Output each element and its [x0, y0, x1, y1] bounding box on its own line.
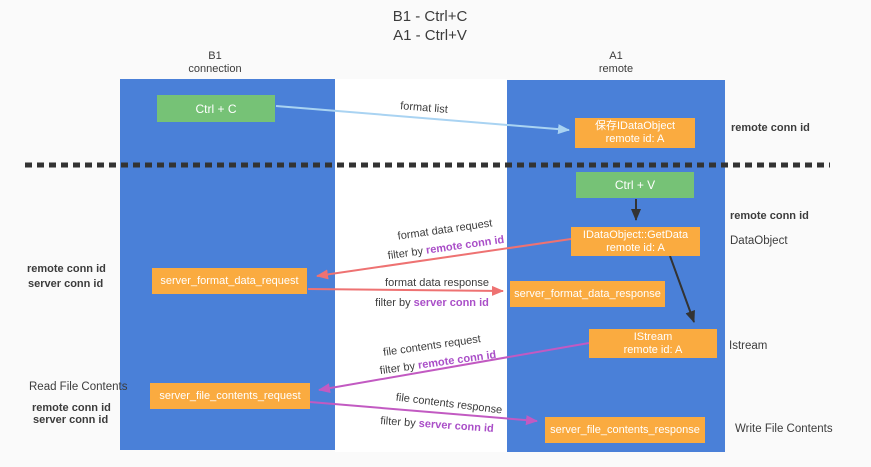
format-data-response-label: format data response: [385, 277, 489, 289]
title-line-1: B1 - Ctrl+C: [392, 8, 468, 25]
lane-b1-title: B1: [208, 50, 222, 62]
lane-a1-subtitle: remote: [598, 63, 634, 75]
node-istream: IStream remote id: A: [589, 329, 717, 358]
title-line-2: A1 - Ctrl+V: [393, 27, 467, 44]
format-request-label: server_format_data_request: [160, 274, 299, 287]
annotation-remote-conn-id-mid-right: remote conn id: [730, 210, 809, 222]
file-request-label: server_file_contents_request: [159, 389, 301, 402]
node-idataobject-getdata: IDataObject::GetData remote id: A: [571, 227, 700, 256]
format-response-label: server_format_data_response: [514, 287, 661, 300]
lane-a1-title: A1: [609, 50, 623, 62]
ctrl-c-label: Ctrl + C: [195, 101, 237, 116]
annotation-read-file-contents: Read File Contents: [29, 381, 128, 393]
annotation-server-conn-id-left-1: server conn id: [28, 278, 104, 290]
annotation-remote-conn-id-left-2: remote conn id: [32, 402, 111, 414]
istream-line2: remote id: A: [623, 343, 683, 356]
ctrl-v-label: Ctrl + V: [614, 178, 656, 192]
node-server-format-data-response: server_format_data_response: [510, 281, 665, 307]
node-ctrl-c: Ctrl + C: [157, 95, 275, 122]
lane-header-a1: A1 remote: [599, 50, 633, 76]
saved-idataobject-line2: remote id: A: [605, 133, 665, 145]
getdata-line2: remote id: A: [606, 241, 665, 254]
file-response-label: server_file_contents_response: [550, 423, 700, 436]
annotation-remote-conn-id-top-right: remote conn id: [731, 122, 810, 134]
lane-b1-subtitle: connection: [188, 63, 242, 75]
saved-idataobject-line1: 保存IDataObject: [594, 120, 676, 132]
node-server-file-contents-response: server_file_contents_response: [545, 417, 705, 443]
node-server-format-data-request: server_format_data_request: [152, 268, 307, 294]
istream-line1: IStream: [633, 330, 673, 343]
diagram-title: B1 - Ctrl+C A1 - Ctrl+V: [393, 7, 468, 45]
node-saved-idataobject: 保存IDataObject remote id: A: [575, 118, 695, 148]
getdata-line1: IDataObject::GetData: [582, 228, 689, 241]
lane-header-b1: B1 connection: [188, 50, 241, 76]
format-data-response-filter-label: filter by server conn id: [375, 297, 489, 309]
annotation-istream: Istream: [729, 340, 768, 352]
annotation-server-conn-id-left-2: server conn id: [33, 414, 109, 426]
filter-by-text: filter by: [375, 297, 414, 309]
annotation-write-file-contents: Write File Contents: [735, 423, 833, 435]
annotation-dataobject: DataObject: [730, 235, 788, 247]
node-server-file-contents-request: server_file_contents_request: [150, 383, 310, 409]
annotation-remote-conn-id-left-1: remote conn id: [27, 263, 106, 275]
node-ctrl-v: Ctrl + V: [576, 172, 694, 198]
server-conn-id-keyword: server conn id: [413, 297, 489, 309]
